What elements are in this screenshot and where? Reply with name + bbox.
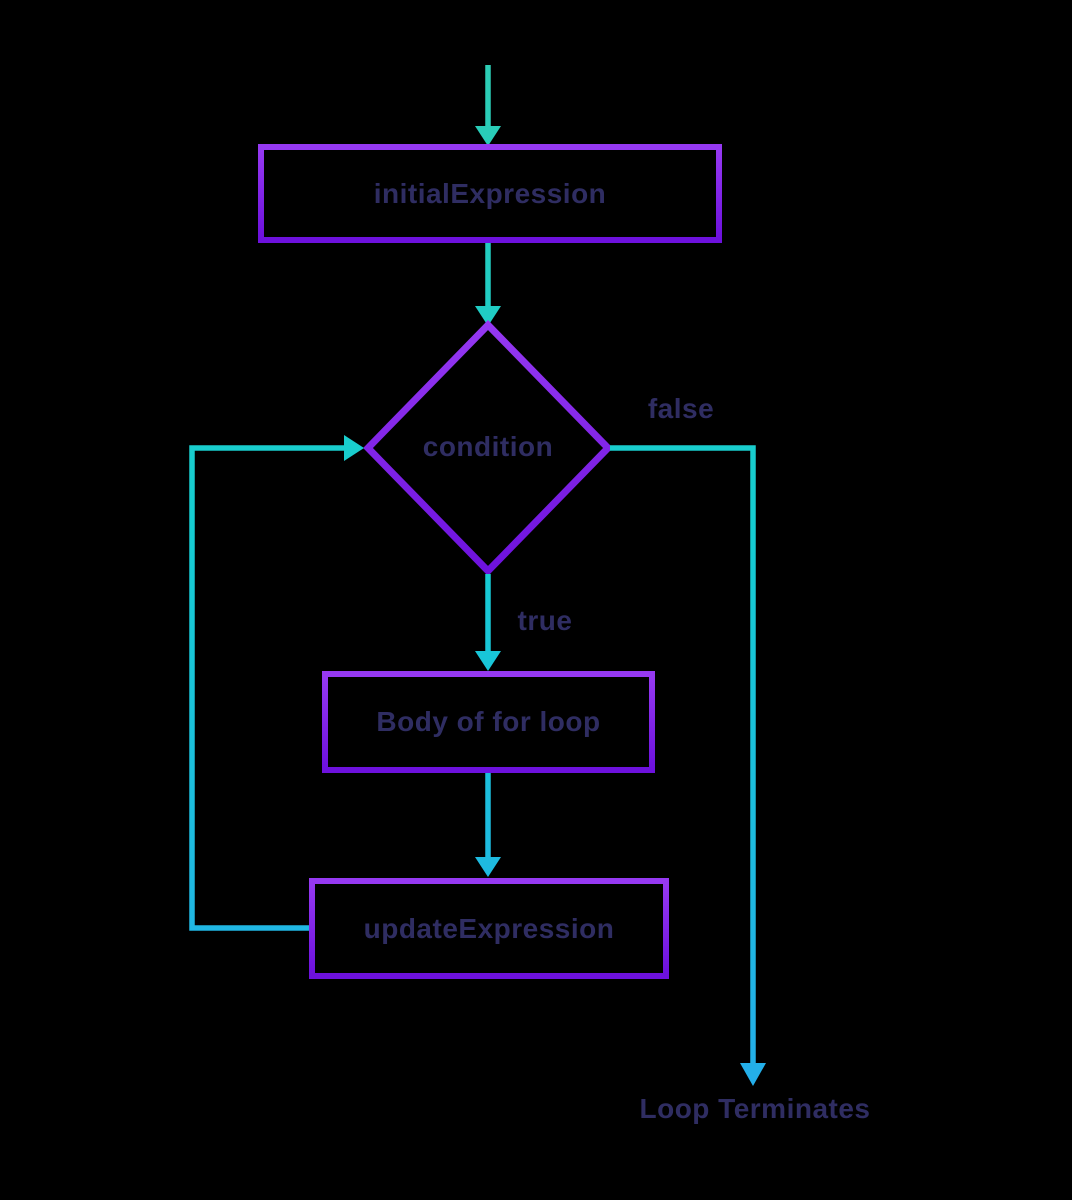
false-branch-label: false — [647, 393, 715, 424]
node-body-of-for-loop: Body of for loop — [322, 671, 655, 773]
entry-arrowhead-icon — [475, 126, 501, 146]
true-branch-label: true — [517, 605, 573, 636]
initial-to-condition-arrowhead-icon — [475, 306, 501, 326]
node-condition-label: condition — [422, 431, 554, 462]
loop-terminates-label: Loop Terminates — [639, 1093, 871, 1124]
node-initial-expression: initialExpression — [258, 144, 722, 243]
true-branch-arrowhead-icon — [475, 651, 501, 671]
loop-back-line — [189, 445, 344, 931]
node-update-expression-label: updateExpression — [363, 912, 615, 944]
condition-diamond — [363, 319, 613, 577]
loop-back-arrowhead-icon — [344, 435, 364, 461]
false-branch-arrowhead-icon — [740, 1063, 766, 1086]
body-to-update-arrowhead-icon — [475, 857, 501, 877]
node-initial-expression-label: initialExpression — [373, 177, 607, 209]
false-branch-line — [610, 445, 756, 1064]
node-update-expression: updateExpression — [309, 878, 669, 979]
node-body-of-for-loop-label: Body of for loop — [376, 706, 601, 737]
